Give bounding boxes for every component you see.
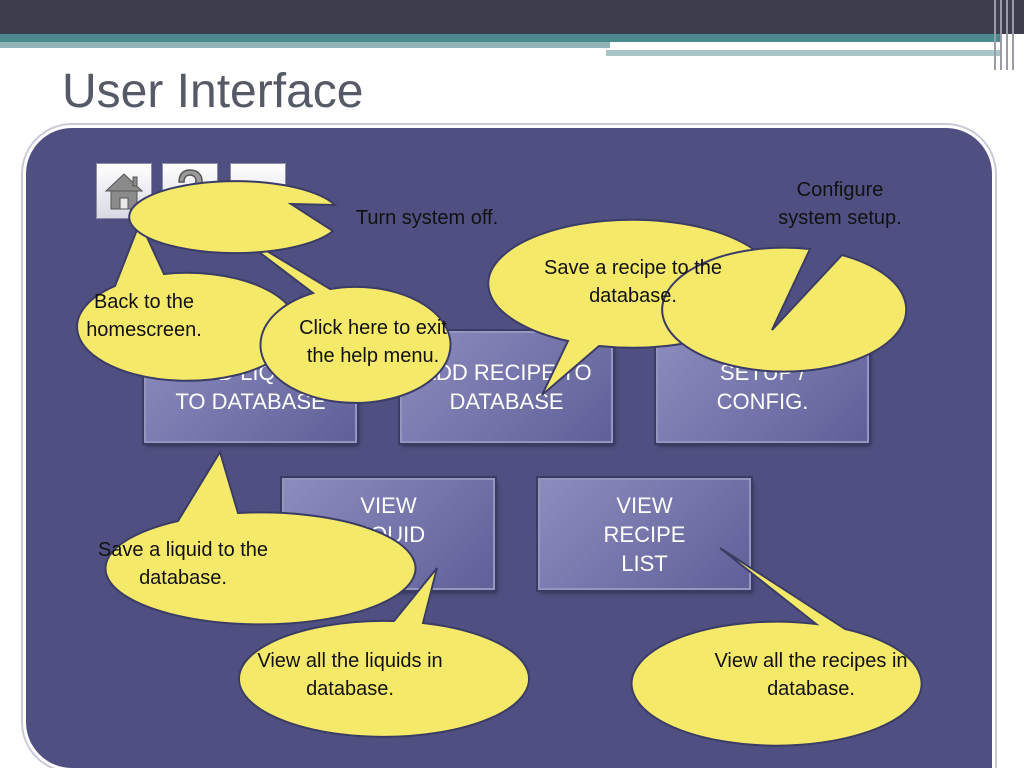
add-recipe-label-line2: DATABASE <box>449 389 564 414</box>
configure-callout-text: Configure system setup. <box>735 172 945 236</box>
home-callout-line1: Back to the <box>93 291 195 313</box>
home-icon <box>104 173 144 210</box>
off-callout-text: Turn system off. <box>327 200 527 236</box>
view-liquid-list-button[interactable]: VIEW LIQUID LIST <box>282 478 495 590</box>
view-liquid-label-line3: LIST <box>365 550 412 576</box>
help-callout-text: Click here to exit the help menu. <box>278 310 468 374</box>
help-callout-line2: the help menu. <box>306 345 440 367</box>
view-liquids-callout-line2: database. <box>306 678 394 700</box>
home-callout-line2: homescreen. <box>86 319 202 341</box>
view-recipes-callout-line2: database. <box>767 678 855 700</box>
off-button-label: OFF <box>243 182 273 200</box>
view-liquid-label-line1: VIEW <box>360 492 417 518</box>
view-recipe-list-button[interactable]: VIEW RECIPE LIST <box>538 478 751 590</box>
setup-label-line1: SETUP / <box>719 360 806 385</box>
view-liquids-callout-text: View all the liquids in database. <box>218 643 482 707</box>
header-bar <box>0 0 1024 34</box>
view-recipe-label-line2: RECIPE <box>603 521 686 547</box>
view-recipes-callout-text: View all the recipes in database. <box>680 643 942 707</box>
save-liquid-callout-line2: database. <box>139 567 227 589</box>
save-recipe-callout-text: Save a recipe to the database. <box>498 250 768 314</box>
home-button[interactable] <box>96 163 152 219</box>
view-recipes-callout-line1: View all the recipes in <box>714 650 908 672</box>
header-corner-lines <box>990 0 1024 70</box>
header-accent-stripe-light <box>0 42 610 48</box>
configure-callout-line1: Configure <box>796 179 884 201</box>
view-recipe-label-line1: VIEW <box>616 492 673 518</box>
help-button[interactable] <box>162 163 218 219</box>
setup-config-button[interactable]: SETUP / CONFIG. <box>656 331 869 443</box>
header-accent-stripe <box>0 34 1000 42</box>
slide-title: User Interface <box>62 65 364 118</box>
save-liquid-callout-text: Save a liquid to the database. <box>54 532 312 596</box>
setup-label-line2: CONFIG. <box>716 389 809 414</box>
configure-callout-line2: system setup. <box>778 207 902 229</box>
view-recipe-label-line3: LIST <box>621 550 668 576</box>
home-callout-text: Back to the homescreen. <box>44 284 244 348</box>
off-callout-line1: Turn system off. <box>355 207 499 229</box>
off-button[interactable]: OFF <box>230 163 286 219</box>
help-callout-line1: Click here to exit <box>299 317 447 339</box>
add-liquid-label-line2: TO DATABASE <box>175 389 326 414</box>
view-liquids-callout-line1: View all the liquids in <box>257 650 443 672</box>
question-mark-icon <box>178 169 203 211</box>
save-recipe-callout-line1: Save a recipe to the <box>544 257 722 279</box>
header-accent-stripe-right <box>606 50 1000 56</box>
save-liquid-callout-line1: Save a liquid to the <box>97 539 269 561</box>
view-liquid-label-line2: LIQUID <box>351 521 426 547</box>
save-recipe-callout-line2: database. <box>589 285 677 307</box>
